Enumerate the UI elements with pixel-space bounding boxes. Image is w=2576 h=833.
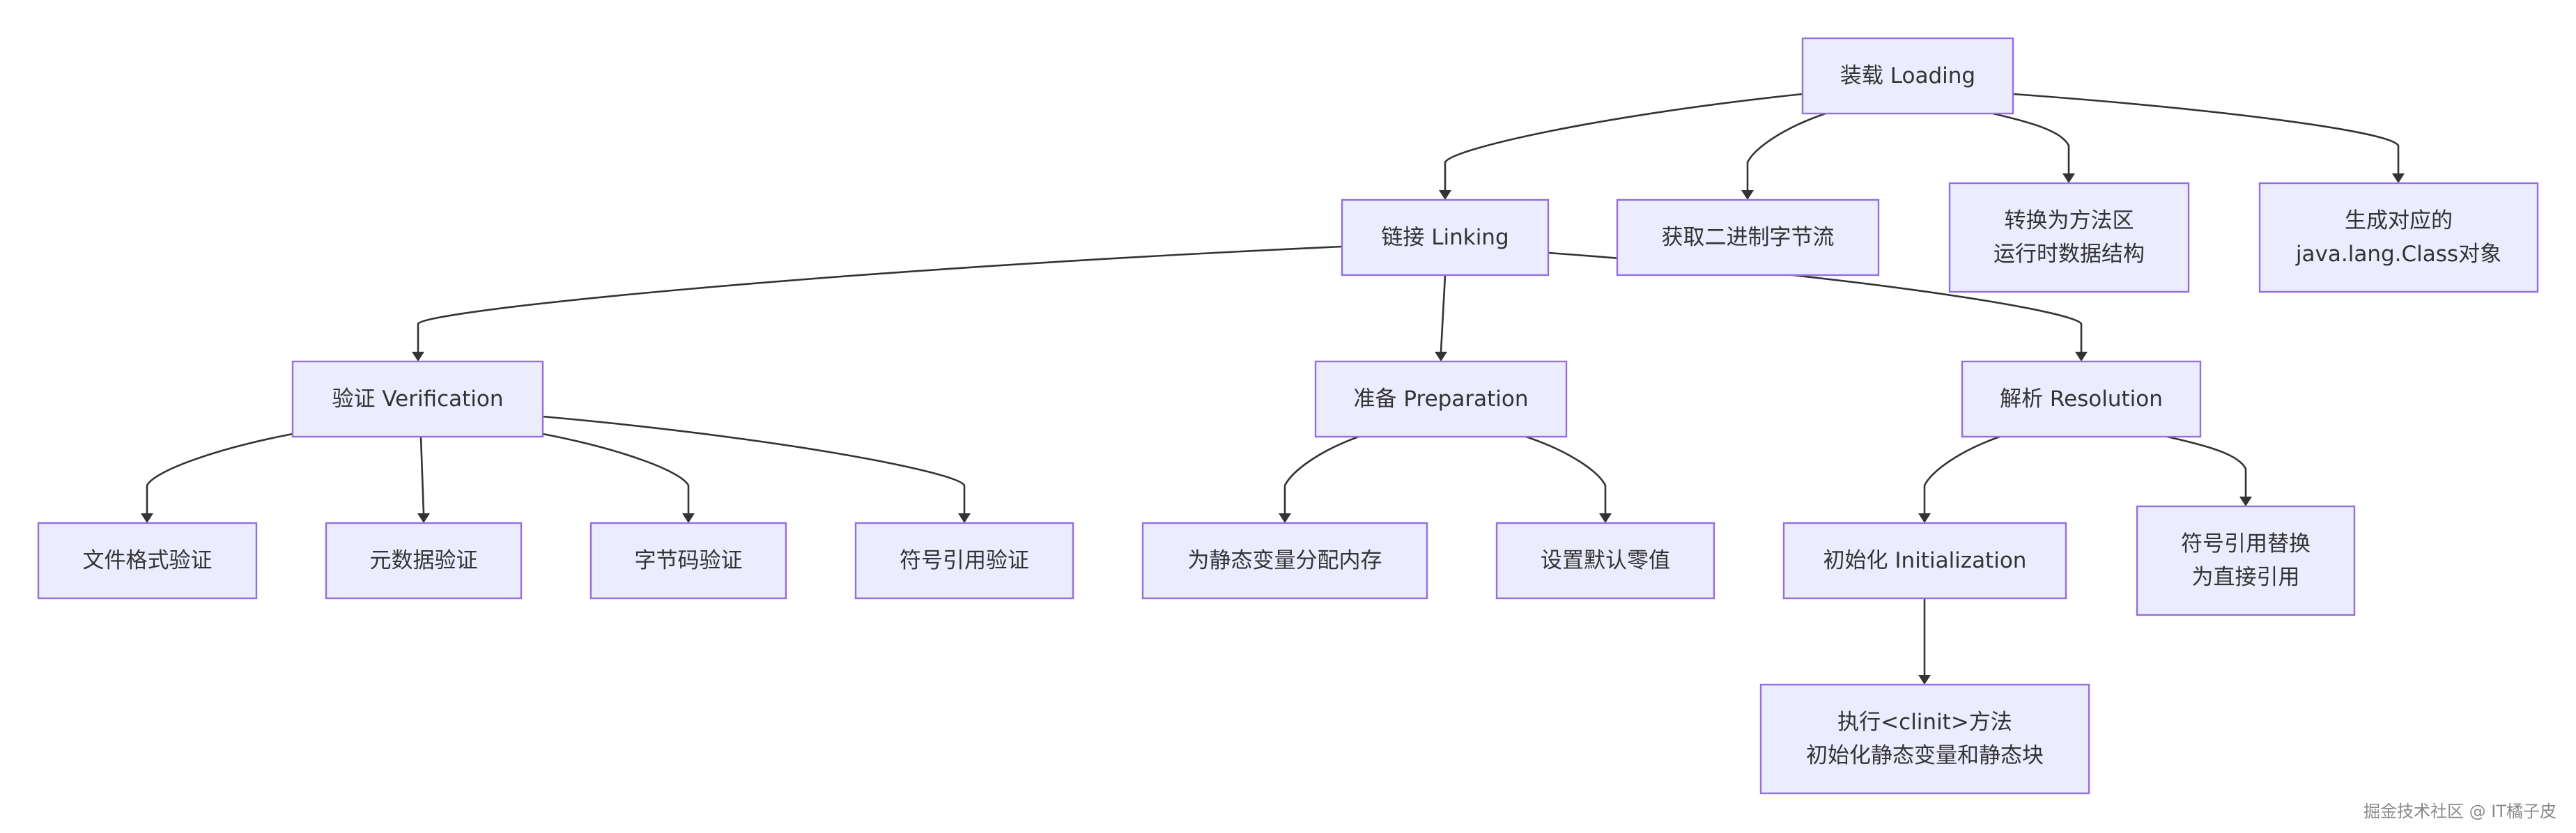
node-preparation: 准备 Preparation xyxy=(1314,360,1568,438)
arrowhead-initialization-clinit xyxy=(1918,675,1931,685)
node-box-initialization xyxy=(1782,522,2067,600)
edge-loading-convert xyxy=(1992,112,2070,173)
node-box-preparation xyxy=(1314,360,1568,438)
node-zerovalue: 设置默认零值 xyxy=(1495,522,1715,600)
arrowhead-resolution-replace xyxy=(2239,497,2252,506)
arrowhead-loading-classobj xyxy=(2392,173,2405,183)
node-resolution: 解析 Resolution xyxy=(1961,360,2202,438)
edge-loading-binary xyxy=(1746,112,1826,190)
node-label-staticmem: 为静态变量分配内存 xyxy=(1188,548,1382,573)
node-label-classobj: java.lang.Class对象 xyxy=(2295,242,2501,267)
arrowhead-verification-fileformat xyxy=(141,513,153,523)
edge-preparation-staticmem xyxy=(1283,435,1359,513)
node-box-resolution xyxy=(1961,360,2202,438)
arrowhead-loading-linking xyxy=(1439,190,1451,200)
nodes-layer: 装载 Loading 链接 Linking 获取二进制字节流 转换为方法区运行时数据结… xyxy=(37,37,2539,795)
node-symref: 符号引用验证 xyxy=(854,522,1074,600)
arrowhead-verification-bytecode xyxy=(682,513,695,523)
node-box-loading xyxy=(1801,37,2014,115)
arrowhead-preparation-staticmem xyxy=(1279,513,1291,523)
edge-verification-metadata xyxy=(419,436,425,514)
node-box-replace xyxy=(2136,505,2356,616)
node-box-convert xyxy=(1948,182,2190,293)
node-label-replace: 符号引用替换 xyxy=(2181,531,2311,556)
edge-resolution-initialization xyxy=(1923,435,2000,513)
arrowhead-preparation-zerovalue xyxy=(1599,513,1612,523)
node-box-fileformat xyxy=(37,522,258,600)
node-linking: 链接 Linking xyxy=(1341,198,1550,277)
node-label-linking: 链接 Linking xyxy=(1381,225,1509,250)
edge-linking-preparation xyxy=(1440,274,1447,352)
arrowhead-linking-verification xyxy=(412,352,424,361)
node-box-staticmem xyxy=(1141,522,1428,600)
node-label-verification: 验证 Verification xyxy=(332,387,503,412)
node-metadata: 元数据验证 xyxy=(325,522,523,600)
edges-layer xyxy=(141,93,2405,685)
node-box-linking xyxy=(1341,198,1550,277)
node-verification: 验证 Verification xyxy=(291,360,544,438)
node-label-replace: 为直接引用 xyxy=(2192,565,2300,590)
edge-resolution-replace xyxy=(2166,435,2247,497)
arrowhead-loading-binary xyxy=(1741,190,1754,200)
node-label-metadata: 元数据验证 xyxy=(370,548,478,573)
node-box-metadata xyxy=(325,522,523,600)
edge-verification-symref xyxy=(542,415,966,513)
node-label-resolution: 解析 Resolution xyxy=(2000,387,2163,412)
node-fileformat: 文件格式验证 xyxy=(37,522,258,600)
node-box-verification xyxy=(291,360,544,438)
node-label-clinit: 执行<clinit>方法 xyxy=(1837,710,2012,735)
node-label-preparation: 准备 Preparation xyxy=(1354,387,1529,412)
node-label-convert: 运行时数据结构 xyxy=(1993,242,2145,267)
node-label-convert: 转换为方法区 xyxy=(2005,208,2134,233)
node-loading: 装载 Loading xyxy=(1801,37,2014,115)
node-box-classobj xyxy=(2258,182,2539,293)
edge-linking-verification xyxy=(417,245,1343,352)
node-label-binary: 获取二进制字节流 xyxy=(1662,225,1835,250)
node-classobj: 生成对应的 java.lang.Class对象 xyxy=(2258,182,2539,293)
node-box-bytecode xyxy=(589,522,787,600)
arrowhead-verification-metadata xyxy=(417,513,430,523)
node-bytecode: 字节码验证 xyxy=(589,522,787,600)
node-label-bytecode: 字节码验证 xyxy=(635,548,743,573)
node-label-clinit: 初始化静态变量和静态块 xyxy=(1806,743,2044,768)
watermark: 掘金技术社区 @ IT橘子皮 xyxy=(2363,802,2556,821)
arrowhead-loading-convert xyxy=(2062,173,2075,183)
arrowhead-verification-symref xyxy=(958,513,971,523)
node-label-initialization: 初始化 Initialization xyxy=(1823,548,2027,573)
node-label-fileformat: 文件格式验证 xyxy=(83,548,213,573)
node-label-symref: 符号引用验证 xyxy=(900,548,1029,573)
node-label-zerovalue: 设置默认零值 xyxy=(1541,548,1670,573)
edge-verification-bytecode xyxy=(542,433,690,513)
arrowhead-linking-preparation xyxy=(1435,352,1447,361)
node-box-binary xyxy=(1616,198,1880,277)
arrowhead-resolution-initialization xyxy=(1918,513,1931,523)
arrowhead-linking-resolution xyxy=(2075,352,2088,361)
node-binary: 获取二进制字节流 xyxy=(1616,198,1880,277)
node-box-zerovalue xyxy=(1495,522,1715,600)
edge-verification-fileformat xyxy=(146,433,293,513)
node-label-classobj: 生成对应的 xyxy=(2345,208,2453,233)
edge-loading-linking xyxy=(1444,93,1803,190)
edge-preparation-zerovalue xyxy=(1525,435,1607,513)
node-label-loading: 装载 Loading xyxy=(1840,63,1975,88)
node-initialization: 初始化 Initialization xyxy=(1782,522,2067,600)
node-box-clinit xyxy=(1759,683,2090,795)
node-staticmem: 为静态变量分配内存 xyxy=(1141,522,1428,600)
node-box-symref xyxy=(854,522,1074,600)
edge-loading-classobj xyxy=(2012,93,2400,173)
